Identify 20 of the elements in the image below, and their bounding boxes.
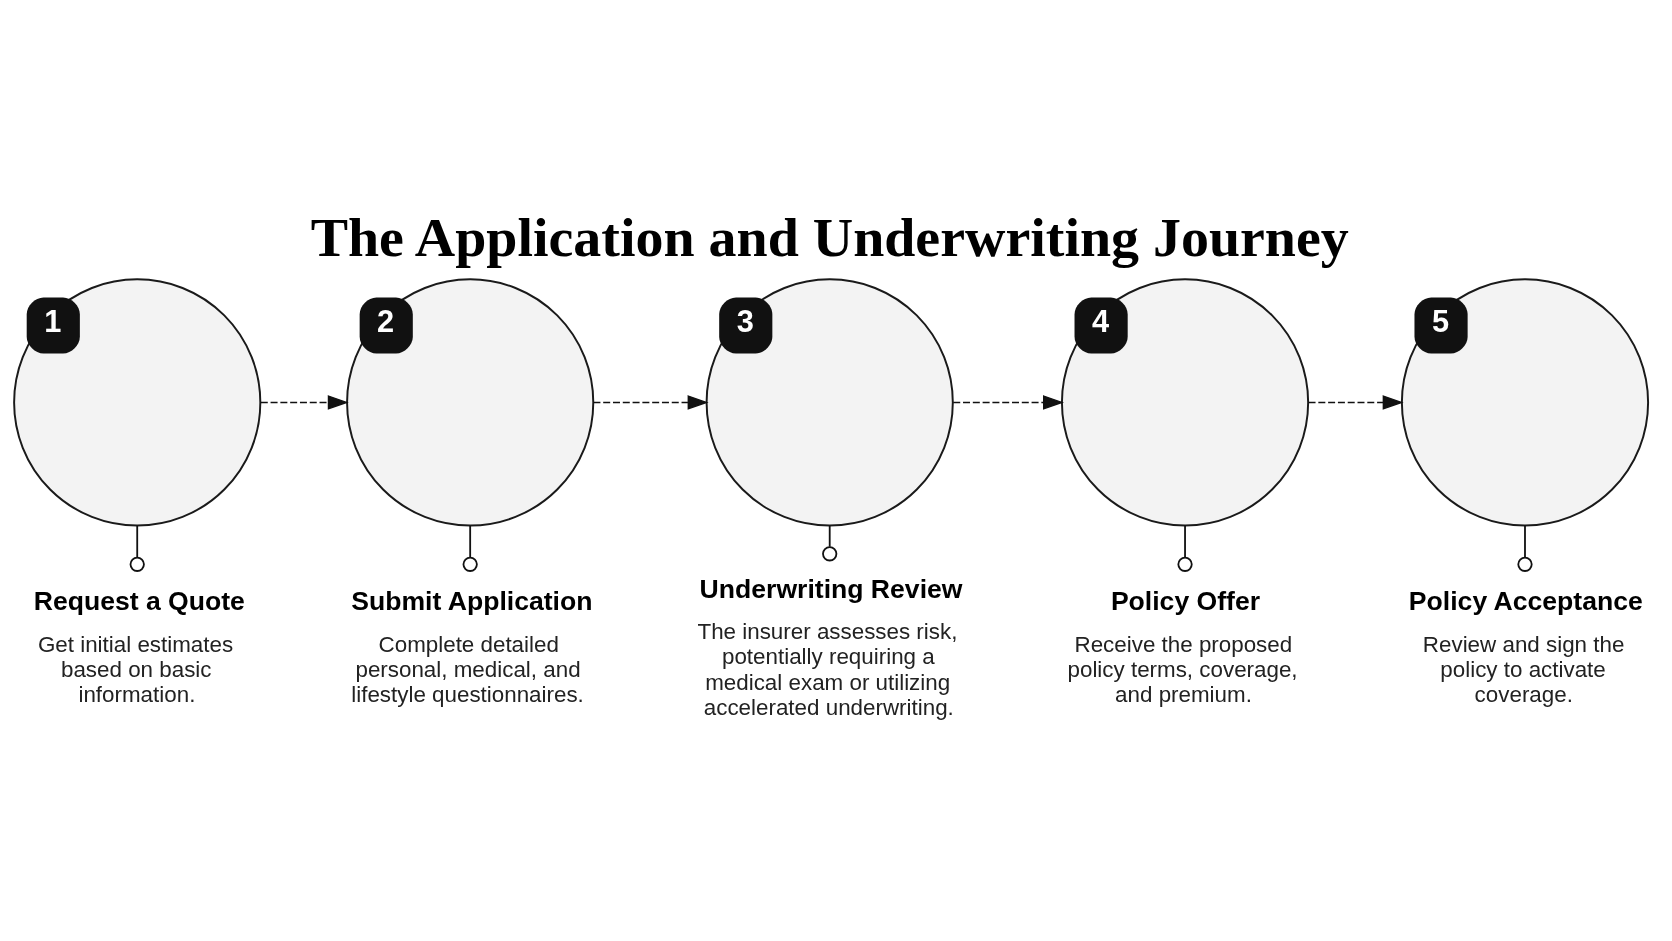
arrow: [592, 394, 709, 410]
connector: [1177, 524, 1193, 572]
node-text: Request a Quote Get initial estimates based on basic information.: [33, 585, 245, 707]
connector: [462, 524, 478, 572]
connector: [129, 524, 145, 572]
node-text: Policy Offer Receive the proposed policy terms, coverage, and premium.: [1067, 585, 1298, 707]
node-circle: 4: [1060, 277, 1310, 527]
arrow: [952, 394, 1064, 410]
node-circle: 1: [13, 277, 262, 527]
node-text: Policy Acceptance Review and sign the policy to activate coverage.: [1408, 585, 1643, 707]
node-circle: 3: [705, 277, 954, 527]
node-text: Submit Application Complete detailed personal, medical, and lifestyle questionnaires.: [351, 585, 593, 707]
connector: [822, 524, 838, 561]
arrow: [1307, 394, 1404, 410]
arrow: [260, 394, 349, 410]
node-circle: 2: [346, 277, 595, 527]
connector: [1517, 524, 1533, 572]
node-text: Underwriting Review The insurer assesses risk, potentially requiring a medical exam or utilizing accelerated underwriting.: [697, 573, 963, 720]
node-circle: 5: [1400, 277, 1650, 527]
diagram-title: The Application and Underwriting Journey: [310, 205, 1349, 268]
